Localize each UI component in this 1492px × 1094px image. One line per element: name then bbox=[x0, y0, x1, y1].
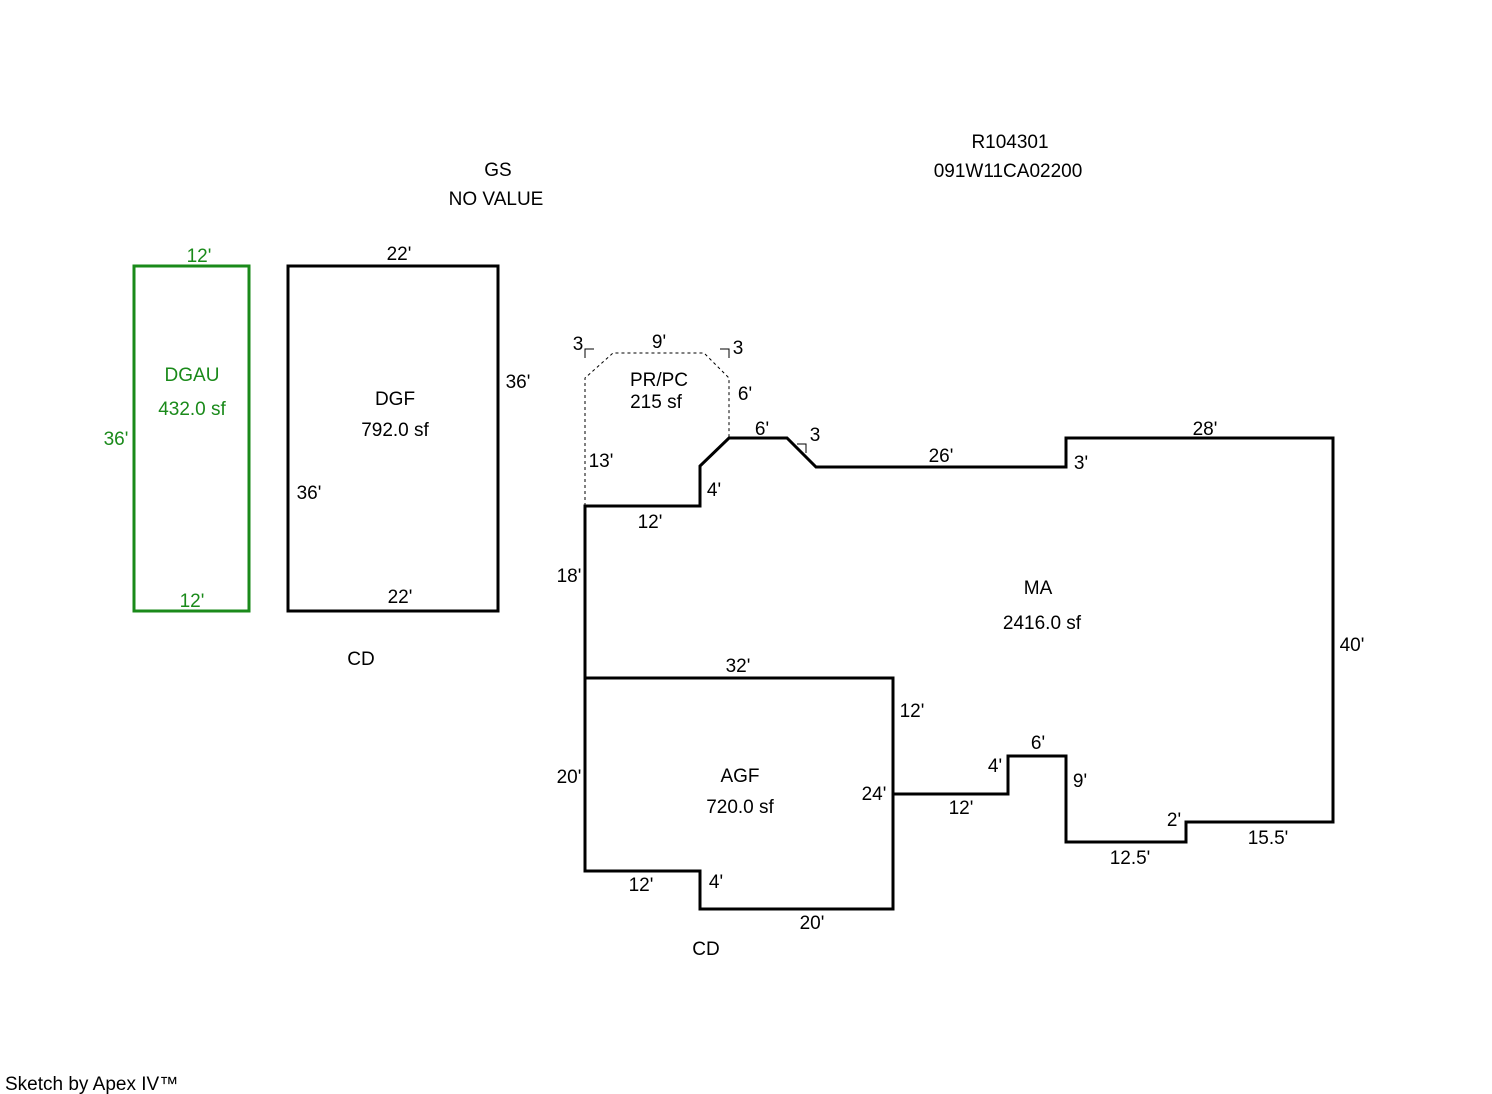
dgf-cd-label: CD bbox=[347, 649, 374, 670]
map-tax-lot: 091W11CA02200 bbox=[934, 161, 1083, 182]
dgf-area-value: 792.0 sf bbox=[361, 420, 429, 441]
dgf-dim-top: 22' bbox=[387, 244, 412, 265]
ma-dim-6-top: 6' bbox=[755, 419, 769, 440]
ma-dim-4-left: 4' bbox=[707, 480, 721, 501]
ma-dim-12-right: 12' bbox=[900, 701, 925, 722]
sketch-credit: Sketch by Apex IV™ bbox=[5, 1074, 178, 1094]
dgf-area: 22' 22' 36' 36' DGF 792.0 sf CD bbox=[286, 244, 531, 670]
dgau-outline bbox=[132, 264, 251, 613]
ma-dim-2: 2' bbox=[1167, 810, 1181, 831]
dgf-outline bbox=[286, 264, 500, 613]
dgf-code: DGF bbox=[375, 389, 415, 410]
agf-dim-top: 32' bbox=[726, 656, 751, 677]
dgau-code: DGAU bbox=[165, 365, 220, 386]
agf-cd-label: CD bbox=[692, 939, 719, 960]
ma-dim-3-step: 3' bbox=[1074, 453, 1088, 474]
pr-pc-area: 9' 3 3 6' 13' PR/PC 215 sf bbox=[573, 332, 752, 506]
agf-dim-left: 20' bbox=[557, 767, 582, 788]
pr-pc-dim-right: 6' bbox=[738, 384, 752, 405]
agf-dim-right: 24' bbox=[862, 784, 887, 805]
ma-area: 12' 4' 6' 3 26' 3' 28' 40' 15.5' 2' 12.5… bbox=[557, 419, 1365, 869]
agf-outline bbox=[583, 676, 895, 911]
ma-dim-12-bottom: 12' bbox=[949, 798, 974, 819]
gs-code: GS bbox=[484, 160, 511, 181]
ma-dim-3-diag: 3 bbox=[810, 425, 821, 446]
ma-dim-26: 26' bbox=[929, 446, 954, 467]
ma-area-value: 2416.0 sf bbox=[1003, 613, 1082, 634]
gs-note: NO VALUE bbox=[449, 189, 544, 210]
dgf-dim-left: 36' bbox=[297, 483, 322, 504]
ma-dim-6-bump: 6' bbox=[1031, 733, 1045, 754]
dgau-dim-top: 12' bbox=[187, 246, 212, 267]
ma-dim-12-5: 12.5' bbox=[1110, 848, 1151, 869]
dgau-area-value: 432.0 sf bbox=[158, 399, 226, 420]
ma-dim-9: 9' bbox=[1073, 771, 1087, 792]
dgau-area: 12' 12' 36' DGAU 432.0 sf bbox=[104, 246, 251, 613]
ma-dim-40: 40' bbox=[1340, 635, 1365, 656]
pr-pc-dim-left: 13' bbox=[589, 451, 614, 472]
agf-dim-bottom-left: 12' bbox=[629, 875, 654, 896]
pr-pc-outline bbox=[584, 352, 730, 506]
dgf-dim-bottom: 22' bbox=[388, 587, 413, 608]
ma-dim-18: 18' bbox=[557, 566, 582, 587]
dgau-dim-bottom: 12' bbox=[180, 591, 205, 612]
ma-dim-15-5: 15.5' bbox=[1248, 828, 1289, 849]
pr-pc-dim-corner-left: 3 bbox=[573, 334, 584, 355]
ma-outline bbox=[583, 436, 1335, 844]
pr-pc-code: PR/PC bbox=[630, 370, 688, 391]
account-number: R104301 bbox=[971, 132, 1048, 153]
dgf-dim-right: 36' bbox=[506, 372, 531, 393]
agf-dim-step: 4' bbox=[709, 872, 723, 893]
pr-pc-corner-right bbox=[720, 348, 730, 358]
pr-pc-dim-top: 9' bbox=[652, 332, 666, 353]
agf-dim-bottom: 20' bbox=[800, 913, 825, 934]
ma-dim-12-top: 12' bbox=[638, 512, 663, 533]
pr-pc-corner-left bbox=[584, 348, 594, 358]
agf-area: 32' 20' 24' 12' 4' 20' AGF 720.0 sf CD bbox=[557, 656, 895, 960]
ma-corner-mark bbox=[797, 443, 807, 453]
ma-code: MA bbox=[1024, 578, 1053, 599]
pr-pc-area-value: 215 sf bbox=[630, 392, 682, 413]
agf-area-value: 720.0 sf bbox=[706, 797, 774, 818]
agf-code: AGF bbox=[720, 766, 759, 787]
dgau-dim-left: 36' bbox=[104, 429, 129, 450]
ma-dim-28: 28' bbox=[1193, 419, 1218, 440]
pr-pc-dim-corner-right: 3 bbox=[733, 338, 744, 359]
ma-dim-4-bump: 4' bbox=[988, 756, 1002, 777]
